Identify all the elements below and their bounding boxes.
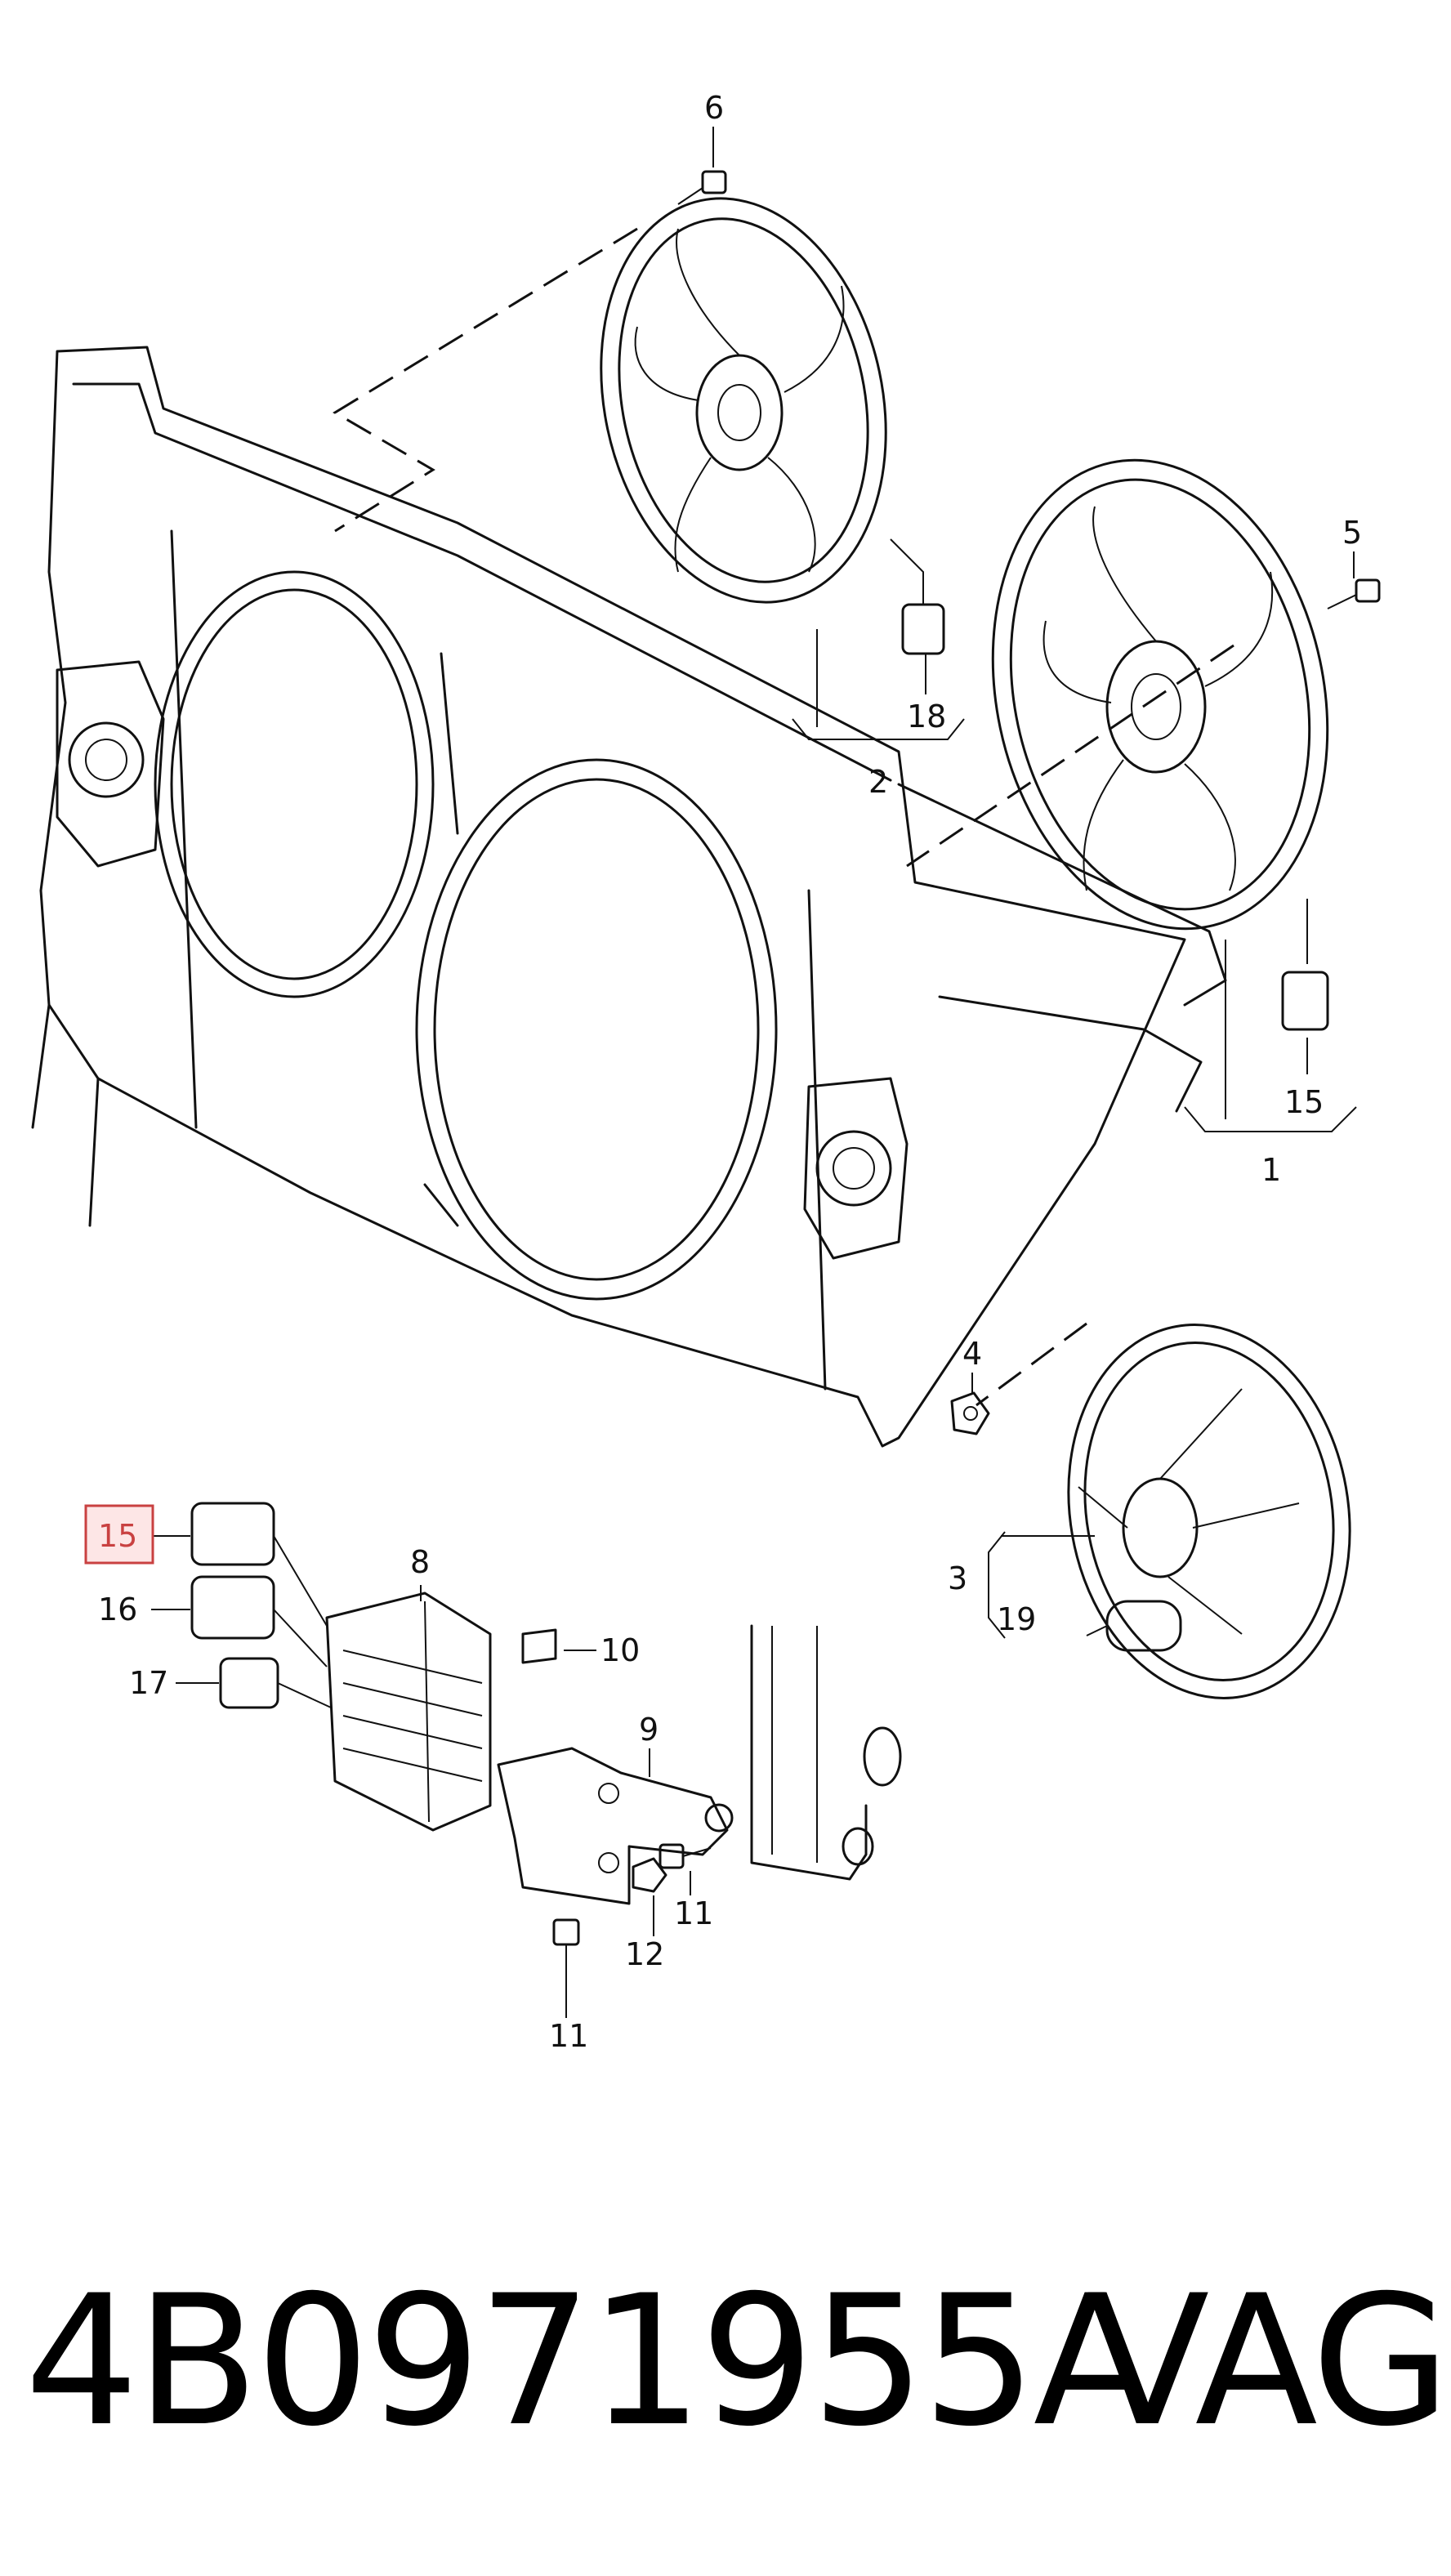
highlighted-callout-box — [84, 1504, 154, 1565]
right-radiator-fan — [991, 458, 1329, 1031]
upper-radiator-fan — [600, 197, 945, 655]
nut-4 — [950, 1391, 990, 1435]
callout-8: 8 — [410, 1544, 430, 1580]
auxiliary-fan — [1067, 1324, 1351, 1699]
caption-bar: 4B0971955A VAG — [0, 2239, 1451, 2484]
bolt-6 — [677, 170, 727, 205]
callout-4: 4 — [962, 1336, 982, 1372]
callout-17: 17 — [129, 1665, 168, 1701]
radiator — [750, 1624, 902, 1881]
nut-12 — [632, 1857, 667, 1893]
callout-3: 3 — [948, 1560, 967, 1596]
callout-11-lower: 11 — [549, 2018, 588, 2054]
callout-15-highlighted: 15 — [98, 1518, 137, 1554]
front-end-carrier — [31, 346, 1227, 1448]
callout-5: 5 — [1342, 515, 1362, 551]
leader-lines — [151, 127, 1357, 2018]
connector-16 — [190, 1575, 328, 1667]
callout-12: 12 — [625, 1936, 664, 1972]
mounting-bracket — [497, 1747, 734, 1905]
callout-18: 18 — [907, 699, 946, 734]
fan-control-unit — [325, 1592, 492, 1832]
callout-10: 10 — [600, 1632, 640, 1668]
exploded-parts-diagram: 6 5 18 2 15 1 4 3 19 8 15 16 17 10 9 11 … — [31, 90, 1381, 2054]
callout-9: 9 — [639, 1712, 659, 1748]
assembly-dash-right — [906, 644, 1234, 868]
callout-6: 6 — [704, 90, 724, 126]
bolt-11-lower — [552, 1918, 580, 1993]
callout-19: 19 — [997, 1601, 1036, 1637]
bolt-11-right — [659, 1843, 712, 1869]
callout-16: 16 — [98, 1592, 137, 1627]
assembly-dash-upper — [333, 227, 638, 533]
callout-2: 2 — [868, 764, 888, 800]
callout-15-upper: 15 — [1284, 1084, 1324, 1120]
part-number: 4B0971955A — [25, 2257, 1156, 2466]
assembly-dash-aux — [976, 1322, 1087, 1407]
brand-name: VAG — [1087, 2257, 1451, 2466]
connector-15 — [190, 1502, 328, 1627]
callout-1: 1 — [1261, 1152, 1281, 1188]
clip-10 — [521, 1628, 557, 1664]
callout-11-right: 11 — [674, 1895, 713, 1931]
connector-17 — [219, 1657, 332, 1709]
bolt-5 — [1327, 578, 1381, 609]
